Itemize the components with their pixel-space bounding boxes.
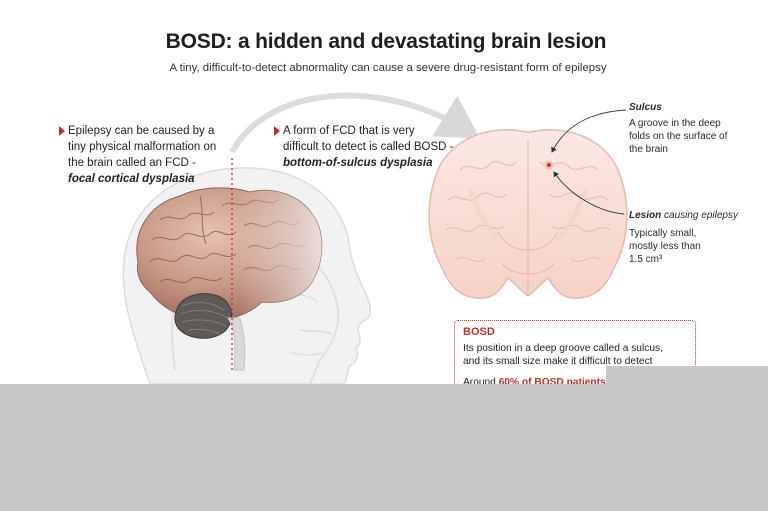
- page-subtitle: A tiny, difficult-to-detect abnormality …: [169, 62, 607, 74]
- lesion-label: Lesion causing epilepsy Typically small,…: [629, 210, 738, 265]
- brain-side-view: [136, 187, 323, 371]
- callout-bosd: A form of FCD that is very difficult to …: [274, 123, 468, 171]
- grey-overlay: [0, 384, 768, 511]
- transition-arrow: [229, 92, 481, 154]
- page-title: BOSD: a hidden and devastating brain les…: [165, 30, 607, 53]
- bullet-arrow-icon: [59, 126, 65, 136]
- bosd-box-heading: BOSD: [463, 326, 495, 338]
- sulcus-label: Sulcus A groove in the deep folds on the…: [629, 102, 728, 155]
- grey-overlay-notch: [606, 366, 768, 386]
- sulcus-pointer: [551, 109, 627, 153]
- lesion-pointer: [553, 171, 625, 215]
- brain-coronal-section: [428, 129, 628, 299]
- bosd-box-body: Its position in a deep groove called a s…: [463, 343, 663, 367]
- lesion-dot: [547, 163, 551, 167]
- bosd-box-more: Around 60% of BOSD patients: [463, 377, 606, 388]
- bullet-arrow-icon: [274, 126, 280, 136]
- callout-fcd: Epilepsy can be caused by a tiny physica…: [59, 123, 238, 187]
